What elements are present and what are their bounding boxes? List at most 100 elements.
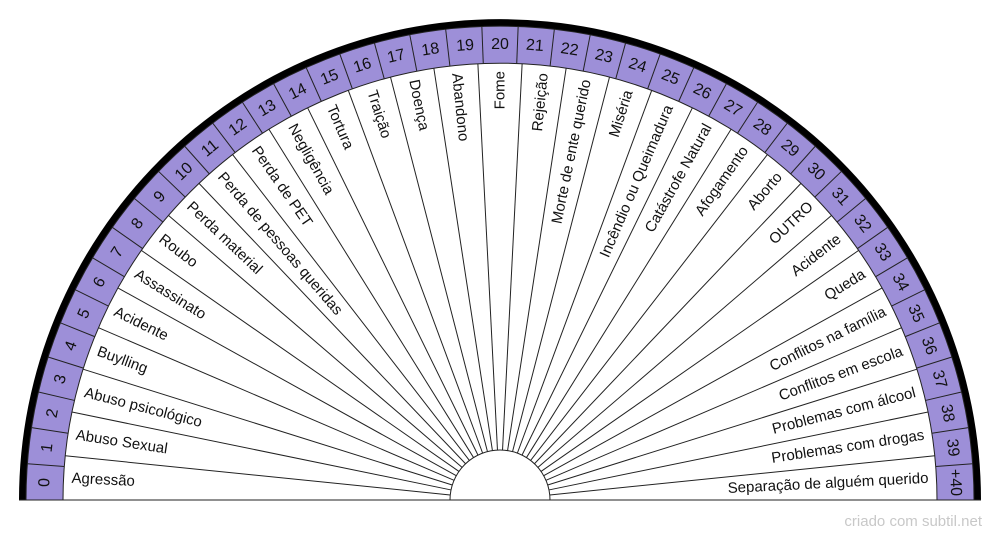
number-divider [582,34,591,72]
sector-line [502,63,523,451]
dial-number: 13 [255,97,279,121]
dial-number: 1 [39,442,57,453]
dial-number: 2 [44,407,62,419]
sector-line [307,107,479,456]
number-divider [708,83,727,117]
number-divider [31,427,69,434]
sector-line [65,455,451,496]
number-divider [60,322,95,338]
sector-line [540,249,859,472]
dial-number: 20 [491,36,509,53]
number-divider [273,83,292,117]
number-divider [737,101,759,134]
sector-line [512,76,611,452]
dial-number: 0 [36,478,53,488]
number-divider [549,29,555,66]
sector-line [545,327,902,481]
dial-number: 38 [937,403,957,424]
number-divider [339,53,353,89]
sector-line [526,128,732,458]
sector-label: Agressão [71,470,135,490]
sector-line [549,455,935,496]
sector-line [117,287,457,477]
dial-number: 16 [352,55,374,77]
number-divider [516,26,519,64]
number-divider [925,391,962,401]
sector-line [71,411,452,491]
number-divider [212,122,236,153]
dial-number: 19 [456,37,475,55]
number-divider [875,257,908,278]
sector-line [521,107,693,456]
number-divider [814,170,842,198]
sector-line [507,67,567,451]
number-divider [857,226,888,249]
number-divider [133,198,164,223]
centre-hole [449,449,551,501]
number-divider [409,34,418,72]
number-divider [905,322,940,338]
sector-line [82,368,453,486]
sector-line [548,411,929,491]
sector-line [168,214,463,468]
dial-number: 14 [286,80,310,103]
dial-number: 18 [420,40,440,60]
sector-line [198,182,466,465]
dial-number: 15 [318,66,341,88]
dial-number: 17 [386,46,407,67]
sector-line [389,76,488,452]
dial-number: 27 [721,97,745,121]
dial-number: 33 [870,240,894,264]
number-divider [112,226,143,249]
number-divider [305,67,322,102]
dial-number: 35 [904,302,927,325]
sector-label: Abandono [448,72,472,142]
number-divider [764,122,788,153]
dial-number: 22 [559,40,579,60]
dial-number: 21 [525,37,544,55]
sector-line [530,154,768,461]
number-divider [678,67,695,102]
number-divider [931,427,969,434]
number-divider [241,101,263,134]
number-divider [92,257,125,278]
number-divider [891,289,926,307]
number-divider [615,42,627,79]
number-divider [158,170,186,198]
dial-number: 24 [626,55,648,77]
number-divider [481,26,484,64]
sector-line [547,368,918,486]
sector-line [141,249,460,472]
sector-label: Rejeição [529,72,552,132]
credit-text: criado com subtil.net [844,513,982,530]
number-divider [74,289,109,307]
number-divider [647,53,661,89]
dial-number: 37 [929,368,950,390]
number-divider [935,463,973,468]
sector-line [268,128,474,458]
sector-line [477,63,498,451]
dial-number: 39 [943,438,962,458]
sector-line [98,327,455,481]
sector-line [516,90,653,454]
dial-number: 25 [659,66,682,88]
number-divider [184,145,210,175]
sector-line [537,214,832,468]
sector-line [543,287,883,477]
sector-label: Fome [492,71,509,109]
dial-number: 23 [593,46,614,67]
sector-line [534,182,802,465]
number-divider [445,29,451,66]
sector-line [433,67,493,451]
dial-number: +40 [946,469,964,497]
number-divider [38,391,75,401]
number-divider [916,356,953,369]
number-divider [836,198,867,223]
sector-line [232,154,470,461]
number-divider [373,42,385,79]
dial-number: 36 [918,335,940,358]
dial-number: 26 [690,80,714,103]
number-divider [790,145,816,175]
dial-number: 34 [888,271,911,295]
